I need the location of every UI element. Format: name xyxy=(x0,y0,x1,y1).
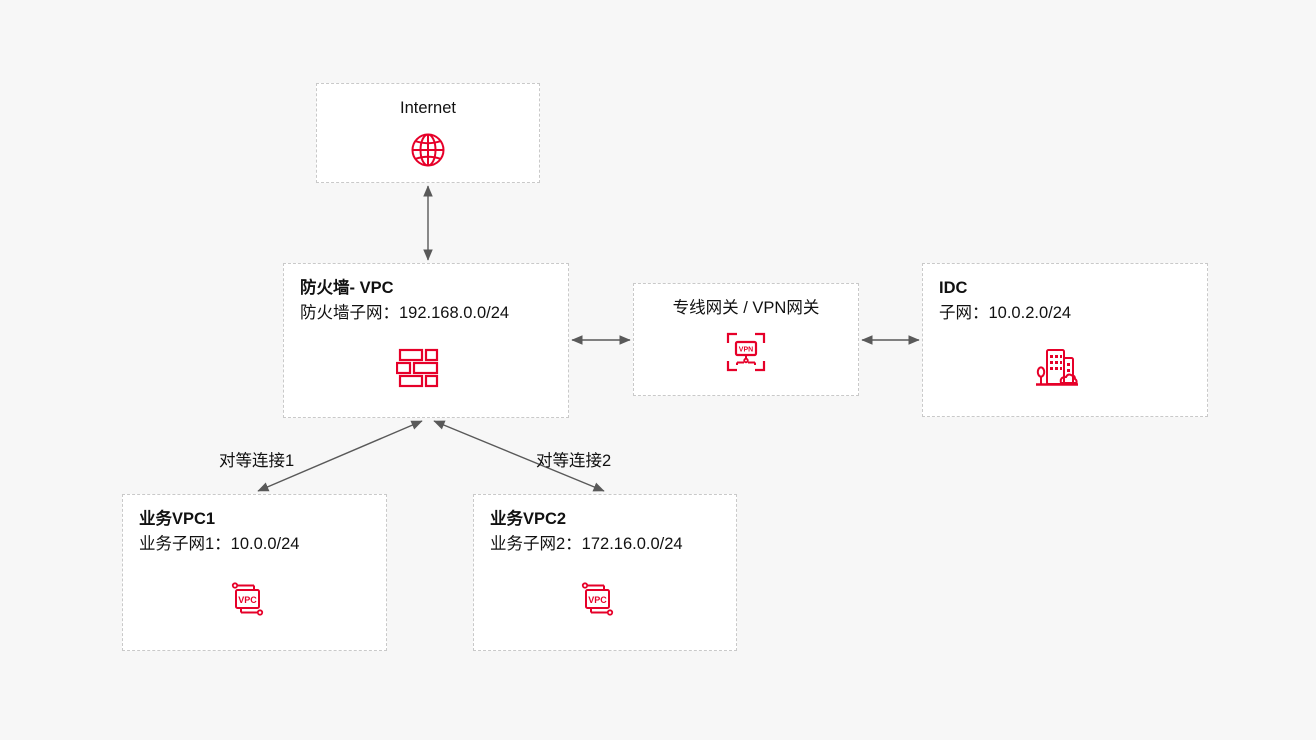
node-business-vpc2-subnet: 业务子网2：172.16.0.0/24 xyxy=(490,534,683,553)
vpc-icon-wrap-1: VPC xyxy=(107,575,386,623)
node-firewall-vpc-title: 防火墙- VPC xyxy=(300,279,394,297)
edge-label-peering2: 对等连接2 xyxy=(536,452,612,470)
node-business-vpc1[interactable]: 业务VPC1 业务子网1：10.0.0/24 VPC xyxy=(122,494,387,651)
vpc-icon-wrap-2: VPC xyxy=(458,575,736,623)
node-firewall-vpc-subnet: 防火墙子网：192.168.0.0/24 xyxy=(300,303,510,322)
node-idc-subnet: 子网：10.0.2.0/24 xyxy=(939,303,1072,322)
firewall-brick-icon xyxy=(396,348,439,388)
svg-text:VPC: VPC xyxy=(238,595,257,605)
node-vpn-gateway[interactable]: 专线网关 / VPN网关 VPN xyxy=(633,283,859,396)
node-vpn-gateway-title: 专线网关 / VPN网关 xyxy=(672,299,820,317)
node-firewall-vpc[interactable]: 防火墙- VPC 防火墙子网：192.168.0.0/24 xyxy=(283,263,569,418)
firewall-brick-icon-wrap xyxy=(268,342,568,392)
node-business-vpc2[interactable]: 业务VPC2 业务子网2：172.16.0.0/24 VPC xyxy=(473,494,737,651)
svg-text:VPN: VPN xyxy=(739,347,753,354)
node-internet[interactable]: Internet xyxy=(316,83,540,183)
idc-datacenter-icon-wrap xyxy=(907,342,1207,392)
node-business-vpc2-title: 业务VPC2 xyxy=(490,510,567,528)
vpn-gateway-icon: VPN xyxy=(726,332,766,372)
svg-text:VPC: VPC xyxy=(588,595,607,605)
edge-label-peering1: 对等连接1 xyxy=(219,452,295,470)
node-internet-title: Internet xyxy=(400,99,456,117)
node-business-vpc1-subnet: 业务子网1：10.0.0/24 xyxy=(139,534,300,553)
node-business-vpc1-title: 业务VPC1 xyxy=(139,510,216,528)
vpn-gateway-icon-wrap: VPN xyxy=(634,328,858,376)
vpc-icon: VPC xyxy=(581,582,614,616)
globe-icon xyxy=(411,133,445,167)
node-idc-title: IDC xyxy=(939,279,968,297)
node-idc[interactable]: IDC 子网：10.0.2.0/24 xyxy=(922,263,1208,417)
globe-icon-wrap xyxy=(317,128,539,172)
vpc-icon: VPC xyxy=(231,582,263,616)
idc-datacenter-icon xyxy=(1036,349,1078,386)
